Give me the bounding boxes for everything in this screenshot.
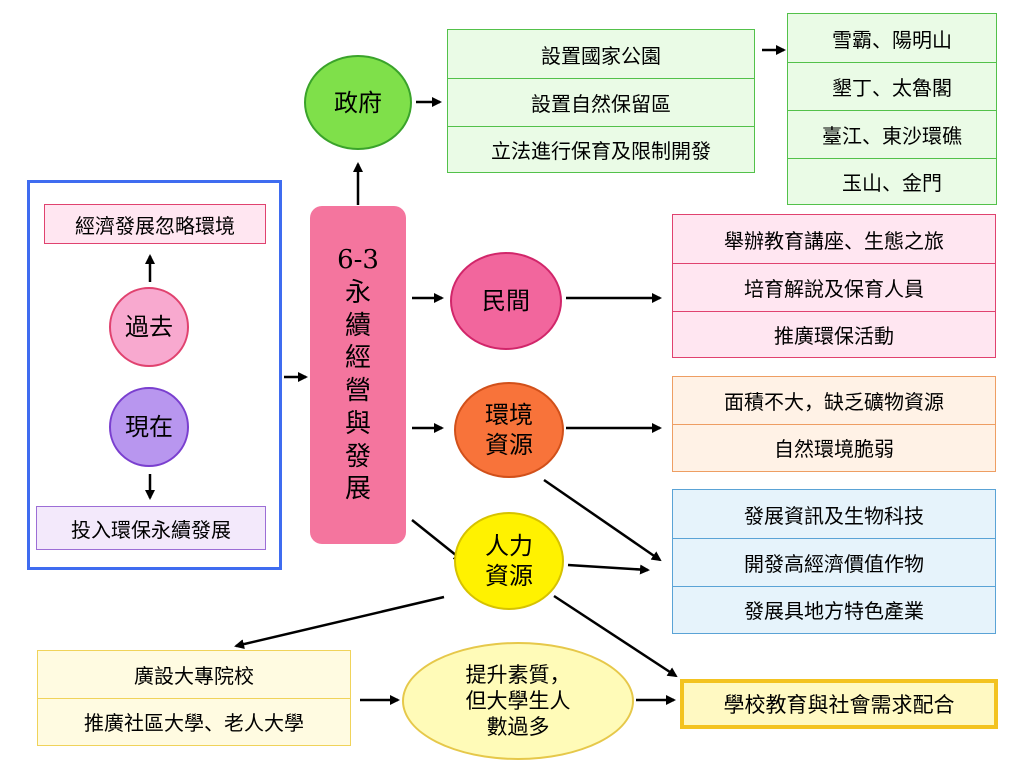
- development-list: 發展資訊及生物科技 開發高經濟價值作物 發展具地方特色產業: [672, 489, 996, 634]
- government-actions-list: 設置國家公園 設置自然保留區 立法進行保育及限制開發: [447, 29, 755, 173]
- title-char: 展: [344, 474, 371, 505]
- education-result-label: 學校教育與社會需求配合: [680, 679, 998, 729]
- education-item: 廣設大專院校: [134, 664, 254, 688]
- development-item: 發展資訊及生物科技: [744, 503, 924, 528]
- present-result-label: 投入環保永續發展: [36, 506, 266, 550]
- title-char: 與: [344, 408, 371, 439]
- national-park-item: 墾丁、太魯閣: [788, 62, 996, 110]
- quality-note-line: 數過多: [486, 715, 550, 740]
- environment-label-line2: 資源: [485, 431, 533, 459]
- quality-note-node: 提升素質， 但大學生人 數過多: [402, 642, 634, 760]
- environment-node: 環境 資源: [454, 382, 564, 478]
- arrow-human-to-result: [553, 594, 678, 678]
- national-parks-list: 雪霸、陽明山 墾丁、太魯閣 臺江、東沙環礁 玉山、金門: [787, 13, 997, 205]
- quality-note-line: 但大學生人: [465, 688, 571, 713]
- national-park-item: 玉山、金門: [788, 158, 996, 203]
- civil-action-item: 推廣環保活動: [673, 311, 995, 356]
- civil-node: 民間: [450, 252, 562, 350]
- title-char: 發: [344, 441, 371, 472]
- government-action-item: 設置國家公園: [541, 43, 661, 68]
- present-node: 現在: [109, 387, 189, 467]
- human-resources-node: 人力 資源: [454, 512, 564, 610]
- arrow-center-to-human: [411, 519, 464, 562]
- past-node: 過去: [109, 287, 189, 367]
- government-action-item: 設置自然保留區: [448, 78, 754, 126]
- topic-title-block: 6-3 永 續 經 營 與 發 展: [310, 206, 406, 544]
- civil-action-item: 舉辦教育講座、生態之旅: [724, 228, 944, 253]
- title-char: 永: [344, 277, 371, 308]
- title-char: 續: [344, 310, 371, 341]
- arrow-environment-to-development: [543, 478, 662, 562]
- development-item: 開發高經濟價值作物: [673, 538, 995, 586]
- education-list: 廣設大專院校 推廣社區大學、老人大學: [37, 650, 351, 746]
- environment-fact-item: 面積不大，缺乏礦物資源: [724, 390, 944, 414]
- development-item: 發展具地方特色產業: [673, 586, 995, 632]
- human-label-line2: 資源: [485, 562, 533, 590]
- national-park-item: 雪霸、陽明山: [832, 27, 952, 52]
- history-frame: [27, 180, 282, 570]
- civil-action-item: 培育解說及保育人員: [673, 263, 995, 311]
- arrow-human-to-development: [567, 563, 650, 575]
- past-result-label: 經濟發展忽略環境: [44, 204, 266, 244]
- title-char: 經: [344, 343, 371, 374]
- section-code: 6-3: [337, 245, 379, 275]
- government-action-item: 立法進行保育及限制開發: [448, 126, 754, 172]
- quality-note-line: 提升素質，: [465, 662, 571, 687]
- education-item: 推廣社區大學、老人大學: [38, 698, 350, 744]
- government-node: 政府: [304, 55, 412, 150]
- arrow-human-to-education: [234, 595, 445, 650]
- human-label-line1: 人力: [485, 532, 533, 560]
- environment-facts-list: 面積不大，缺乏礦物資源 自然環境脆弱: [672, 376, 996, 472]
- environment-fact-item: 自然環境脆弱: [673, 424, 995, 470]
- title-char: 營: [344, 376, 371, 406]
- national-park-item: 臺江、東沙環礁: [788, 110, 996, 158]
- civil-actions-list: 舉辦教育講座、生態之旅 培育解說及保育人員 推廣環保活動: [672, 214, 996, 358]
- environment-label-line1: 環境: [485, 401, 533, 429]
